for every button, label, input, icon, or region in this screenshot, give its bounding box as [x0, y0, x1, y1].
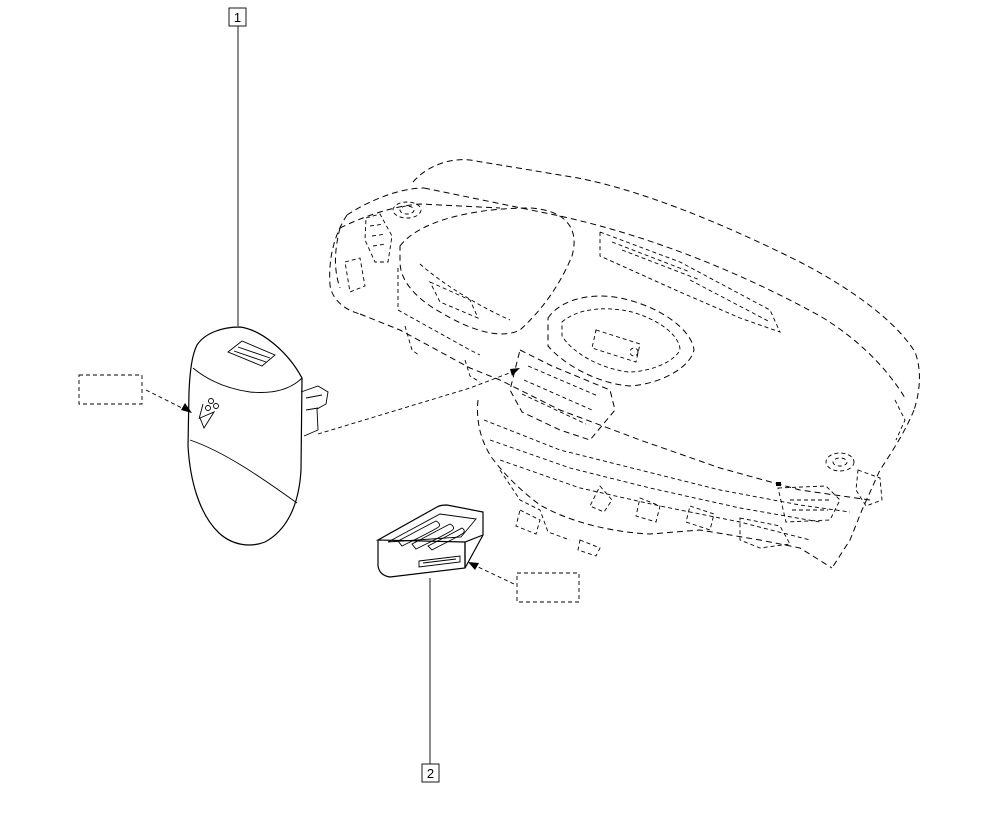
- side-vent-slot: [227, 340, 276, 367]
- callout-2-number: 2: [427, 766, 434, 781]
- callout-1[interactable]: 1: [228, 7, 247, 326]
- side-vent-adjuster: [198, 398, 219, 429]
- central-vent-top: [375, 504, 484, 543]
- dashboard-centre-vent-cavity: [509, 349, 616, 441]
- dashboard-cluster-hood: [399, 207, 575, 335]
- side-air-vent-part[interactable]: [187, 326, 329, 546]
- central-vent-front: [377, 540, 466, 578]
- reference-box-1-frame: [78, 374, 143, 405]
- dashboard-upper-grille: [599, 231, 781, 333]
- dashboard-top-edge: [412, 159, 920, 411]
- reference-arrow-2: [475, 565, 515, 585]
- reference-box-2-frame: [516, 572, 580, 603]
- side-vent-clip: [300, 385, 329, 437]
- side-vent-location-line: [317, 371, 513, 435]
- dashboard-outline: [329, 159, 920, 569]
- side-vent-body: [187, 326, 303, 546]
- dashboard-left-vent: [364, 213, 393, 263]
- callout-2[interactable]: 2: [421, 578, 440, 783]
- callout-1-box: [228, 7, 247, 27]
- callout-1-number: 1: [234, 10, 241, 25]
- central-vent-badge: [418, 555, 461, 568]
- reference-arrow-1: [145, 389, 187, 411]
- dashboard-left-end: [329, 214, 361, 315]
- reference-arrow-1-head: [181, 403, 192, 413]
- side-vent-panel-edge: [189, 439, 298, 504]
- dashboard-right-end: [831, 409, 915, 569]
- dashboard-screen-recess: [547, 295, 695, 387]
- reference-box-1: [78, 374, 192, 413]
- dashboard-lower-structure: [477, 399, 833, 569]
- central-vent-opening: [387, 513, 477, 543]
- reference-arrow-2-head: [468, 562, 479, 570]
- central-vent-louvres: [397, 520, 465, 551]
- reference-box-2: [468, 562, 580, 603]
- central-air-vent-part[interactable]: [375, 504, 484, 578]
- callout-2-box: [421, 763, 440, 783]
- side-vent-cap-edge: [192, 367, 303, 393]
- dashboard-lower-edge: [359, 313, 871, 501]
